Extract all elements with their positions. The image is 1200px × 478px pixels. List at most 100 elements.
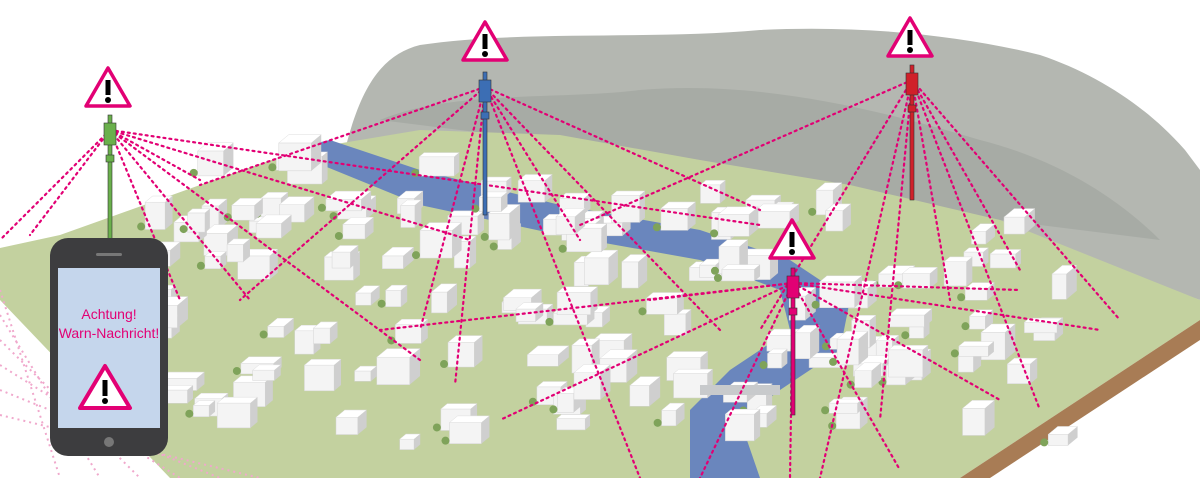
building xyxy=(818,275,863,308)
broadcast-ray xyxy=(28,128,112,237)
building xyxy=(964,282,996,301)
building xyxy=(278,196,315,223)
building xyxy=(961,400,996,436)
broadcast-ray xyxy=(791,281,1002,402)
broadcast-ray xyxy=(791,281,902,472)
building xyxy=(447,335,484,368)
building xyxy=(335,409,368,435)
broadcast-ray xyxy=(108,128,472,242)
warning-triangle-icon xyxy=(78,364,132,410)
tree xyxy=(829,357,838,366)
cell-tower-red xyxy=(886,16,934,201)
bridge xyxy=(700,385,780,395)
tree xyxy=(334,231,343,240)
tree xyxy=(441,436,450,445)
building xyxy=(970,223,996,245)
building xyxy=(448,415,491,444)
building xyxy=(717,206,760,237)
phone-warning-message: Achtung! Warn-Nachricht! xyxy=(58,305,160,343)
cell-tower-green xyxy=(84,66,132,241)
building xyxy=(660,402,686,427)
tree xyxy=(411,251,420,260)
broadcast-ray xyxy=(758,78,914,332)
tree xyxy=(950,349,959,358)
building xyxy=(1051,265,1078,300)
broadcast-ray xyxy=(910,78,1122,322)
tree xyxy=(179,225,188,234)
building xyxy=(252,364,282,381)
building xyxy=(968,309,994,330)
broadcast-ray xyxy=(453,85,487,387)
broadcast-ray xyxy=(791,281,1022,292)
broadcast-ray xyxy=(108,128,762,227)
tree xyxy=(232,366,241,375)
tree xyxy=(268,163,277,172)
city-buildings xyxy=(112,134,1079,450)
building xyxy=(1047,426,1079,446)
building xyxy=(376,348,421,385)
building xyxy=(794,325,820,359)
tree xyxy=(196,261,205,270)
building xyxy=(331,245,359,269)
building xyxy=(766,348,789,369)
broadcast-ray xyxy=(238,85,487,302)
building xyxy=(556,414,591,431)
tree xyxy=(137,222,146,231)
tree xyxy=(957,293,966,302)
tree xyxy=(652,223,661,232)
building xyxy=(216,396,259,429)
broadcast-ray xyxy=(818,78,914,478)
building xyxy=(226,238,251,263)
building xyxy=(1006,357,1038,384)
broadcast-ray xyxy=(878,78,914,422)
tree xyxy=(759,361,768,370)
tree xyxy=(713,273,722,282)
building xyxy=(621,254,648,289)
building xyxy=(353,365,378,382)
tree xyxy=(710,229,719,238)
tree xyxy=(549,405,558,414)
tree xyxy=(432,423,441,432)
phone-warning-line1: Achtung! xyxy=(81,306,137,322)
building xyxy=(943,256,974,287)
cell-tower-blue xyxy=(461,20,509,216)
tree xyxy=(185,409,194,418)
tree xyxy=(822,342,831,351)
broadcast-ray xyxy=(0,128,112,242)
building xyxy=(201,198,228,230)
building xyxy=(418,152,460,177)
building xyxy=(192,400,216,417)
tree xyxy=(710,266,719,275)
building xyxy=(958,341,995,357)
building xyxy=(989,249,1022,269)
building xyxy=(526,345,570,367)
building xyxy=(556,286,599,315)
building xyxy=(721,264,761,282)
building xyxy=(1003,208,1036,235)
tree xyxy=(821,406,830,415)
building xyxy=(629,376,661,407)
tree xyxy=(259,330,268,339)
building xyxy=(204,251,228,269)
building xyxy=(419,222,463,259)
broadcast-ray xyxy=(648,281,795,302)
broadcast-ray xyxy=(483,85,722,332)
building xyxy=(660,201,697,231)
broadcast-ray xyxy=(578,78,914,227)
building xyxy=(303,359,342,392)
building xyxy=(901,267,939,289)
broadcast-ray xyxy=(0,314,101,478)
building xyxy=(555,208,586,235)
tree xyxy=(638,307,647,316)
building xyxy=(231,198,264,221)
tree xyxy=(808,207,817,216)
building xyxy=(342,217,375,240)
broadcast-ray xyxy=(108,128,182,302)
warning-triangle-icon xyxy=(84,66,132,108)
building xyxy=(828,398,864,414)
broadcast-ray xyxy=(483,85,642,478)
broadcast-ray xyxy=(483,85,582,242)
tree xyxy=(961,322,970,331)
building xyxy=(753,203,800,229)
